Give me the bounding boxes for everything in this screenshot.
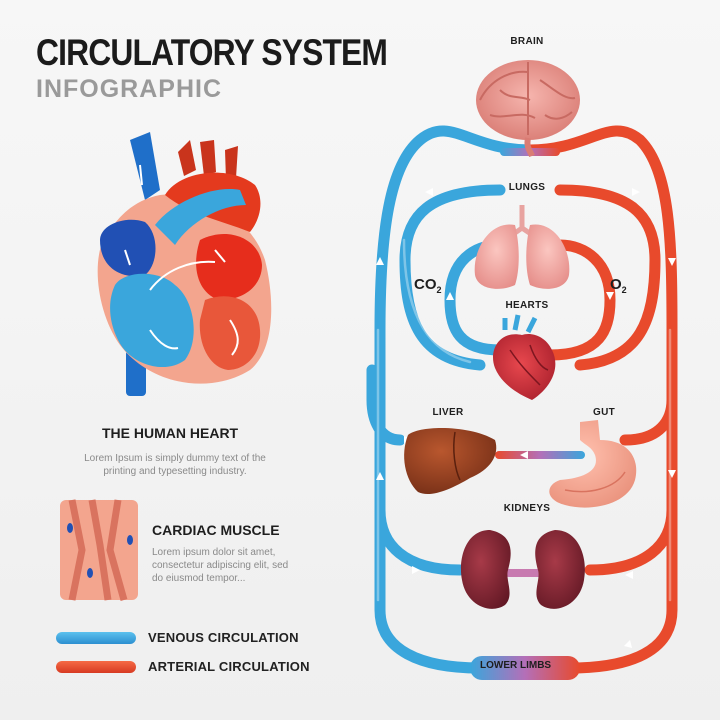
gut-organ: [549, 420, 637, 508]
hearts-label: HEARTS: [505, 300, 549, 311]
arrow-icon: [624, 640, 632, 648]
gut-label: GUT: [592, 407, 616, 418]
lungs-label: LUNGS: [508, 182, 546, 193]
page-title: CIRCULATORY SYSTEM: [36, 32, 388, 73]
muscle-text-line: Lorem ipsum dolor sit amet,: [152, 547, 276, 558]
co2-subscript: 2: [436, 285, 442, 295]
small-heart-organ: [493, 314, 556, 400]
heart-section-text: Lorem Ipsum is simply dummy text of the …: [40, 452, 310, 478]
brain-organ: [476, 60, 580, 158]
lower-limbs-label: LOWER LIMBS: [480, 660, 552, 671]
lungs-organ: [474, 205, 570, 289]
venous-legend-label: VENOUS CIRCULATION: [148, 630, 299, 645]
venous-loop-2: [399, 184, 506, 371]
arterial-gut-loop: [619, 364, 678, 446]
arrow-icon: [632, 188, 640, 196]
kidneys-organ: [460, 530, 585, 609]
arterial-kidney-loop: [584, 504, 678, 576]
muscle-text-line: consectetur adipiscing elit, sed: [152, 560, 289, 571]
heart-text-line: printing and typesetting industry.: [103, 466, 247, 477]
venous-legend-swatch: [56, 632, 136, 644]
brain-label: BRAIN: [510, 36, 544, 47]
vessel-highlights: [376, 238, 672, 602]
human-heart-illustration: [97, 132, 272, 396]
co2-text: CO: [414, 276, 437, 293]
arterial-lung-loop: [544, 239, 616, 361]
o2-subscript: 2: [621, 285, 627, 295]
arrow-icon: [376, 472, 384, 480]
o2-text: O: [610, 276, 622, 293]
kidneys-label: KIDNEYS: [503, 503, 551, 514]
arrow-icon: [668, 470, 676, 478]
page-subtitle: INFOGRAPHIC: [36, 75, 222, 103]
co2-label: CO2: [414, 276, 442, 295]
arrow-icon: [376, 257, 384, 265]
heart-section-heading: THE HUMAN HEART: [102, 425, 239, 441]
arrow-icon: [520, 451, 528, 459]
kidney-connector: [505, 569, 545, 577]
heart-text-line: Lorem Ipsum is simply dummy text of the: [84, 453, 266, 464]
liver-organ: [404, 428, 497, 495]
muscle-section-heading: CARDIAC MUSCLE: [152, 522, 280, 538]
arterial-legend-swatch: [56, 661, 136, 673]
arterial-legend-label: ARTERIAL CIRCULATION: [148, 659, 310, 674]
liver-gut-connector: [495, 451, 585, 459]
arrow-icon: [668, 258, 676, 266]
flow-arrows: [376, 188, 676, 648]
arterial-loop-2: [554, 184, 661, 371]
o2-label: O2: [610, 276, 627, 295]
muscle-text-line: do eiusmod tempor...: [152, 573, 246, 584]
arrow-icon: [606, 292, 614, 300]
venous-kidney-loop: [374, 504, 466, 576]
arterial-outer-vessel: [524, 125, 678, 674]
venous-liver-loop: [366, 364, 406, 446]
arrow-icon: [625, 571, 633, 579]
arrow-icon: [425, 188, 433, 196]
liver-label: LIVER: [432, 407, 464, 418]
limbs-bar: [470, 656, 580, 680]
arrow-icon: [412, 566, 420, 574]
arrow-icon: [446, 292, 454, 300]
muscle-section-text: Lorem ipsum dolor sit amet, consectetur …: [152, 546, 332, 585]
venous-outer-vessel: [374, 125, 536, 674]
cardiac-muscle-illustration: [60, 499, 138, 601]
